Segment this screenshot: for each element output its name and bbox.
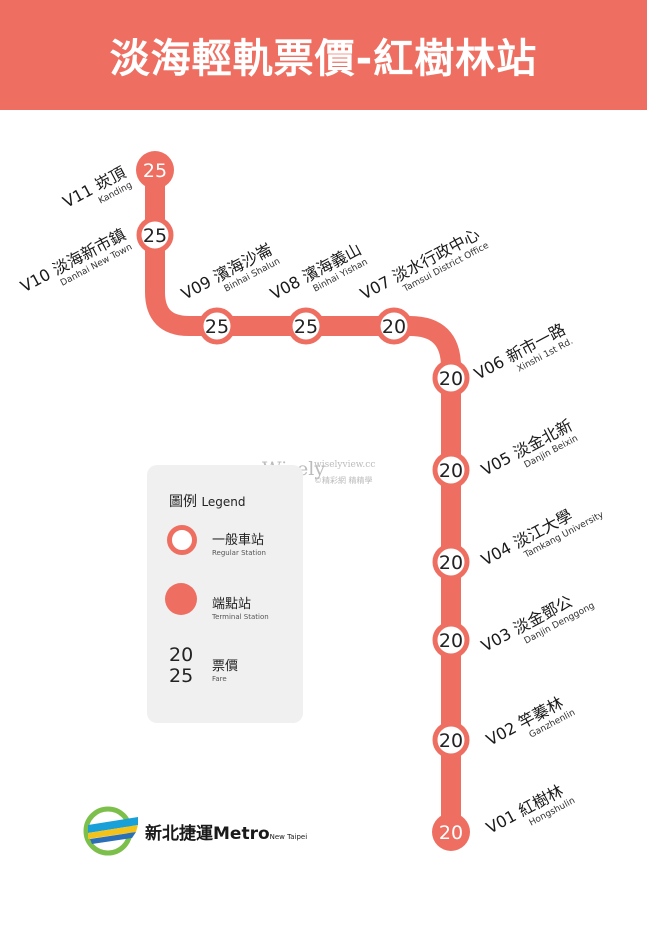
legend-terminal-label: 端點站 Terminal Station (212, 593, 269, 621)
legend-terminal-zh: 端點站 (212, 597, 252, 612)
station-marker (432, 359, 470, 397)
legend-fare-label: 票價 Fare (212, 655, 238, 683)
station-fare: 20 (439, 630, 463, 652)
station-fare: 20 (439, 730, 463, 752)
legend-fare-num-1: 20 (169, 644, 194, 666)
regular-station-symbol (167, 525, 197, 555)
station-marker (432, 721, 470, 759)
legend-regular-label: 一般車站 Regular Station (212, 529, 266, 557)
legend-regular-zh: 一般車站 (212, 533, 265, 548)
legend-terminal-en: Terminal Station (212, 613, 269, 621)
legend-fare-numbers: 20 25 (169, 645, 193, 687)
terminal-station-symbol (165, 583, 197, 615)
station-fare: 25 (205, 316, 229, 338)
station-fare: 20 (439, 460, 463, 482)
station-marker (432, 451, 470, 489)
station-marker (136, 216, 174, 254)
legend-regular-en: Regular Station (212, 549, 266, 557)
station-marker (432, 543, 470, 581)
metro-logo-icon (83, 806, 138, 856)
watermark-small2: ©精彩網 精精學 (314, 476, 373, 485)
station-name: V07 淡水行政中心 (357, 225, 483, 304)
station-fare: 25 (294, 316, 318, 338)
station-fare: 20 (439, 552, 463, 574)
legend-title-en: Legend (201, 495, 246, 509)
station-marker (287, 307, 325, 345)
metro-logo-small: New Taipei (269, 833, 308, 841)
station-marker (432, 621, 470, 659)
metro-logo-name: 新北捷運Metro (145, 824, 270, 844)
legend-title-zh: 圖例 (169, 494, 197, 510)
station-fare: 20 (439, 368, 463, 390)
terminal-station-marker (136, 151, 174, 189)
station-fare: 20 (382, 316, 406, 338)
metro-logo: 新北捷運MetroNew Taipei (78, 805, 318, 857)
station-marker (198, 307, 236, 345)
station-fare: 25 (143, 225, 167, 247)
metro-logo-text: 新北捷運MetroNew Taipei (145, 819, 307, 844)
watermark-small: wiselyview.cc (314, 460, 376, 470)
station-fare: 20 (439, 822, 463, 844)
legend-title: 圖例 Legend (169, 491, 246, 511)
legend-panel: 圖例 Legend 一般車站 Regular Station 端點站 Termi… (147, 465, 303, 723)
header-banner: 淡海輕軌票價-紅樹林站 (0, 0, 647, 110)
terminal-station-marker (432, 813, 470, 851)
station-fare: 25 (143, 160, 167, 182)
station-marker (375, 307, 413, 345)
page-title: 淡海輕軌票價-紅樹林站 (109, 36, 538, 82)
legend-fare-en: Fare (212, 675, 227, 683)
legend-fare-num-2: 25 (169, 665, 194, 687)
legend-fare-zh: 票價 (212, 659, 239, 674)
